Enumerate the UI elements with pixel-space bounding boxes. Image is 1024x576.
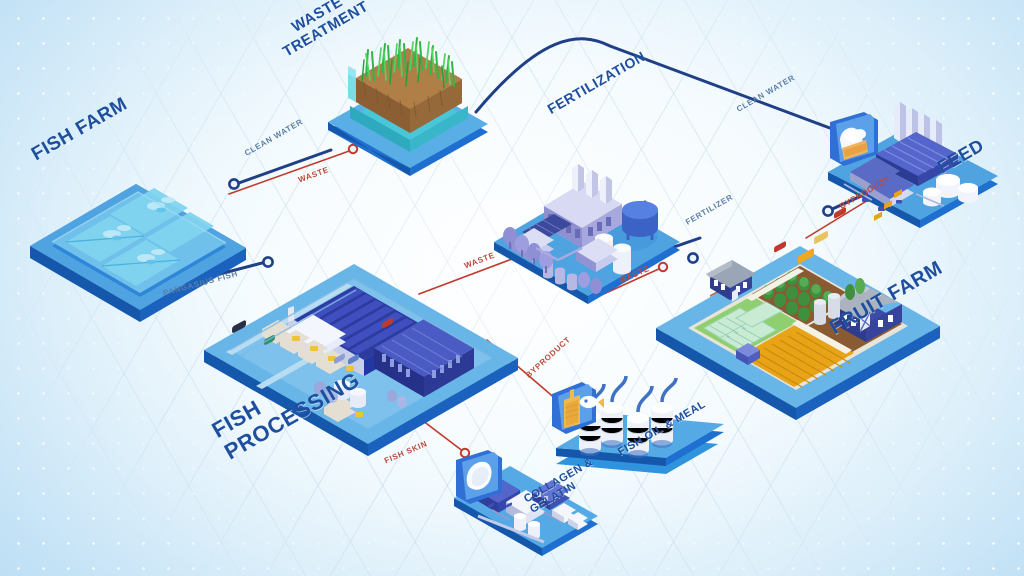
grass-soil-cross-section-icon <box>328 37 488 176</box>
silo-tanks-icon <box>556 375 724 474</box>
node-fish-processing[interactable] <box>196 236 526 466</box>
node-feed[interactable] <box>820 94 1020 244</box>
node-waste-treatment[interactable] <box>322 22 502 182</box>
node-fruit-farm[interactable] <box>648 188 948 430</box>
feed-sack-card-icon <box>830 112 878 166</box>
oil-bottle-card-icon <box>552 382 604 434</box>
feed-mill-icon <box>828 102 998 228</box>
farm-field-icon <box>656 188 940 420</box>
node-fish-farm[interactable] <box>18 152 258 322</box>
node-fertilization[interactable] <box>488 128 688 328</box>
fertilizer-plant-icon <box>494 164 680 304</box>
fish-pond-icon <box>30 184 246 322</box>
fish-fillet-card-icon <box>456 450 502 504</box>
node-fish-oil-meal[interactable] <box>552 372 732 512</box>
card-fish-skin <box>452 448 506 510</box>
processing-factory-icon <box>204 264 518 456</box>
card-fish-oil <box>548 380 606 442</box>
card-feed-sack <box>826 110 882 172</box>
